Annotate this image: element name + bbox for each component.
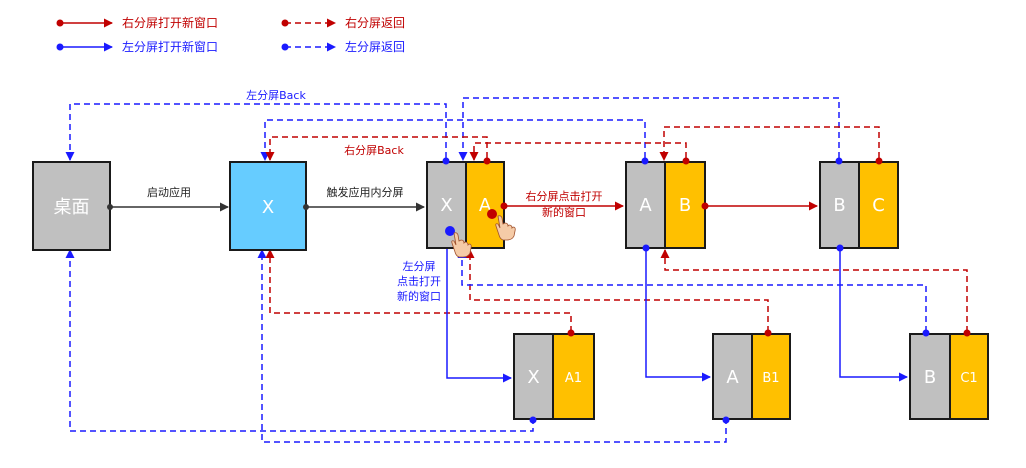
split-ab1-left-pane <box>712 333 753 420</box>
split-bc-right-label: C <box>872 195 885 216</box>
legend-left-open-label: 左分屏打开新窗口 <box>122 39 218 54</box>
legend-left-open: 左分屏打开新窗口 <box>56 39 218 54</box>
split-bc-left-label: B <box>833 195 845 216</box>
trigger-label: 触发应用内分屏 <box>327 185 404 199</box>
left-back-path-bc-to-xa <box>458 97 840 161</box>
left-open-arrow-xa-xa1 <box>446 232 512 383</box>
tap-dot-right <box>487 209 497 219</box>
right-back-path-bc1-to-ab <box>660 249 968 332</box>
pointer-hand-icon <box>495 215 516 241</box>
right-click-label-line1: 右分屏点击打开 <box>526 189 603 203</box>
legend-right-back-label: 右分屏返回 <box>345 15 405 30</box>
dot-xa-left-top <box>442 157 450 165</box>
dot-ab1-left-bottom <box>722 416 730 424</box>
left-click-label-line3: 新的窗口 <box>397 289 441 303</box>
left-back-path-bc1-to-xa <box>457 249 927 332</box>
right-back-path-ab1-to-xa <box>465 249 769 332</box>
left-back-label: 左分屏Back <box>246 89 306 102</box>
split-bc1-right-pane <box>949 333 989 420</box>
left-open-arrow-ab-ab1 <box>645 248 711 382</box>
split-bc-node: B C <box>819 161 899 249</box>
left-click-label-line1: 左分屏 <box>403 260 436 273</box>
desktop-label: 桌面 <box>54 197 90 218</box>
app-x-label: X <box>262 197 274 218</box>
dot-xa1-left-bottom <box>529 416 537 424</box>
dot-bc-left-top <box>835 157 843 165</box>
split-xa-right-pane <box>465 161 505 249</box>
legend: 右分屏打开新窗口 左分屏打开新窗口 右分屏返回 左分屏返回 <box>56 15 405 54</box>
legend-right-open: 右分屏打开新窗口 <box>56 15 218 30</box>
split-bc-left-pane <box>819 161 860 249</box>
launch-label: 启动应用 <box>147 185 191 199</box>
split-xa1-node: X A1 <box>513 333 595 420</box>
split-ab-node: A B <box>625 161 706 249</box>
dot-xa-right-out <box>500 202 508 210</box>
legend-right-back: 右分屏返回 <box>281 15 405 30</box>
right-click-label-line2: 新的窗口 <box>542 205 586 219</box>
tap-dot-left <box>445 226 455 236</box>
split-xa1-right-pane <box>552 333 595 420</box>
split-ab1-left-label: A <box>726 367 739 388</box>
dot-ab-right-top <box>682 157 690 165</box>
split-bc-right-pane <box>858 161 899 249</box>
dot-bc-right-top <box>875 157 883 165</box>
dot-ab1-right-top <box>764 329 772 337</box>
right-back-path-xa1-to-x <box>265 249 572 332</box>
dot-bc-left-bottom <box>836 244 844 252</box>
left-back-path-ab-to-x <box>260 119 646 161</box>
desktop-node: 桌面 <box>32 161 111 251</box>
app-x-box <box>229 161 307 251</box>
desktop-box <box>32 161 111 251</box>
split-bc1-right-label: C1 <box>960 371 977 386</box>
split-xa1-left-label: X <box>527 367 539 388</box>
split-xa-left-label: X <box>440 195 452 216</box>
split-bc1-left-pane <box>909 333 951 420</box>
right-back-path-xa-to-x <box>265 136 488 161</box>
legend-left-back: 左分屏返回 <box>281 39 405 54</box>
right-back-label: 右分屏Back <box>344 143 404 157</box>
left-open-arrow-bc-bc1 <box>839 248 908 382</box>
back-paths <box>65 97 968 443</box>
legend-left-back-label: 左分屏返回 <box>345 39 405 54</box>
dot-ab-right-out <box>701 202 709 210</box>
left-back-path-ab1-to-x <box>257 249 727 443</box>
left-back-path-desktop <box>65 103 447 161</box>
dot-ab-left-top <box>641 157 649 165</box>
dot-ab-left-bottom <box>642 244 650 252</box>
dot-x-out <box>303 204 309 210</box>
forward-paths <box>110 201 908 383</box>
dot-xa-right-top <box>483 157 491 165</box>
legend-right-open-label: 右分屏打开新窗口 <box>122 15 218 30</box>
connection-dots <box>107 157 971 424</box>
split-ab-right-label: B <box>679 195 691 216</box>
tap-points <box>445 209 516 258</box>
split-ab1-right-pane <box>751 333 791 420</box>
left-back-path-xa1-to-desktop <box>65 249 534 432</box>
dot-xa1-right-top <box>567 329 575 337</box>
split-bc1-left-label: B <box>924 367 936 388</box>
split-bc1-node: B C1 <box>909 333 989 420</box>
split-xa1-right-label: A1 <box>565 371 582 386</box>
split-ab1-node: A B1 <box>712 333 791 420</box>
pointer-hand-icon <box>451 232 472 258</box>
left-click-label-line2: 点击打开 <box>397 274 441 288</box>
app-x-node: X <box>229 161 307 251</box>
dot-bc1-right-top <box>963 329 971 337</box>
dot-bc1-left-top <box>922 329 930 337</box>
right-back-path-bc-to-ab <box>659 126 880 161</box>
right-back-path-ab-to-xa <box>469 142 687 161</box>
split-xa-node: X A <box>426 161 505 249</box>
split-ab-left-label: A <box>639 195 652 216</box>
flow-labels: 启动应用 触发应用内分屏 左分屏Back 右分屏Back 右分屏点击打开 新的窗… <box>147 89 603 303</box>
dot-desktop-out <box>107 204 113 210</box>
split-ab1-right-label: B1 <box>762 371 779 386</box>
